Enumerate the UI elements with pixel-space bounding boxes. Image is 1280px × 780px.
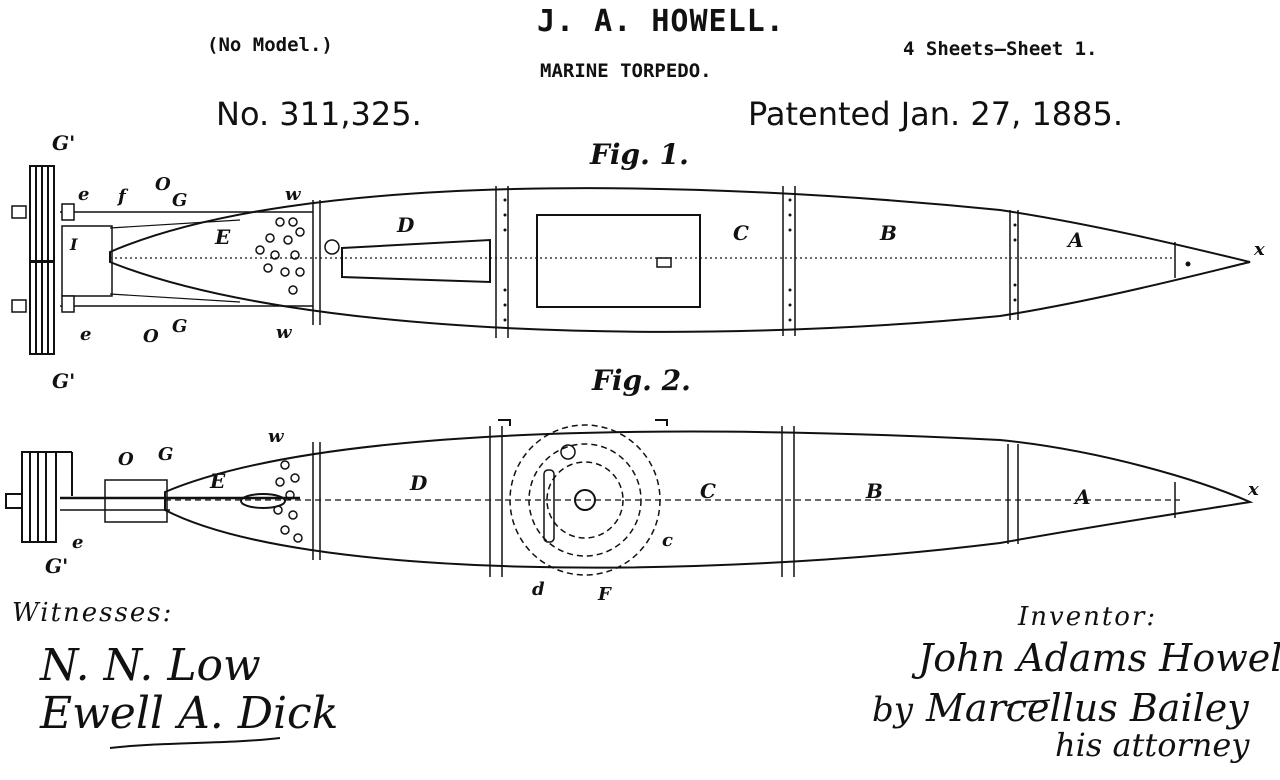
svg-text:D: D	[396, 213, 415, 237]
svg-text:x: x	[1247, 479, 1259, 500]
svg-text:e: e	[80, 324, 91, 345]
svg-text:w: w	[268, 426, 285, 447]
inventor-label: Inventor:	[1018, 602, 1158, 632]
svg-text:O: O	[118, 449, 134, 470]
fig1-port-holes	[255, 217, 340, 295]
svg-text:O: O	[155, 174, 171, 195]
fig2-port-holes	[273, 460, 303, 543]
fig1-propeller-upper	[29, 165, 55, 262]
no-model-note: (No Model.)	[207, 34, 333, 56]
svg-text:A: A	[1066, 228, 1084, 252]
svg-text:c: c	[662, 530, 673, 551]
svg-text:C: C	[733, 221, 749, 245]
svg-text:G': G'	[52, 369, 75, 393]
inventor-name-heading: J. A. HOWELL.	[537, 4, 785, 39]
svg-text:E: E	[209, 469, 226, 493]
svg-text:e: e	[72, 532, 83, 553]
svg-text:F: F	[597, 584, 612, 605]
svg-text:G: G	[158, 444, 173, 465]
svg-text:I: I	[69, 235, 78, 254]
svg-text:E: E	[214, 225, 231, 249]
svg-text:G': G'	[45, 554, 68, 578]
patent-date: Patented Jan. 27, 1885.	[748, 95, 1124, 133]
svg-text:B: B	[865, 479, 883, 503]
inventor-signature: John Adams Howell	[918, 636, 1280, 680]
svg-text:d: d	[532, 579, 545, 600]
fig1-shaft-nuts	[11, 203, 75, 313]
attorney-role: his attorney	[1055, 726, 1250, 764]
witness-flourish	[109, 737, 281, 749]
svg-text:D: D	[409, 471, 428, 495]
invention-title: MARINE TORPEDO.	[540, 60, 712, 82]
svg-text:e: e	[78, 184, 89, 205]
fig1-caption: Fig. 1.	[589, 138, 689, 171]
fig1-reference-letters: G' e f O G w E I D C B A x e O G w G'	[52, 131, 1265, 393]
svg-text:A: A	[1073, 485, 1091, 509]
fig1-rivets	[503, 198, 1191, 322]
svg-text:O: O	[143, 326, 159, 347]
svg-text:f: f	[116, 186, 129, 207]
patent-number: No. 311,325.	[216, 95, 422, 133]
signature-underline	[1005, 699, 1051, 707]
attorney-signature: Marcellus Bailey	[926, 686, 1249, 730]
fig2-reference-letters: w O G E D C B A x e G' c d F	[45, 426, 1259, 605]
svg-text:x: x	[1253, 239, 1265, 260]
svg-text:B: B	[879, 221, 897, 245]
witness-1-signature: N. N. Low	[40, 640, 261, 691]
witnesses-label: Witnesses:	[12, 598, 174, 628]
attorney-by: by	[872, 690, 913, 730]
sheet-count: 4 Sheets—Sheet 1.	[903, 38, 1098, 60]
svg-text:G': G'	[52, 131, 75, 155]
fig2-propeller	[5, 451, 73, 543]
fig1-torpedo-hull	[60, 186, 1251, 338]
fig1-propeller-lower	[29, 261, 55, 355]
svg-text:w: w	[285, 184, 302, 205]
fig2-torpedo-hull	[60, 419, 1254, 577]
svg-text:G: G	[172, 316, 187, 337]
svg-text:C: C	[700, 479, 716, 503]
svg-text:w: w	[276, 322, 293, 343]
svg-text:G: G	[172, 190, 187, 211]
fig2-caption: Fig. 2.	[591, 364, 691, 397]
witness-2-signature: Ewell A. Dick	[40, 688, 339, 739]
